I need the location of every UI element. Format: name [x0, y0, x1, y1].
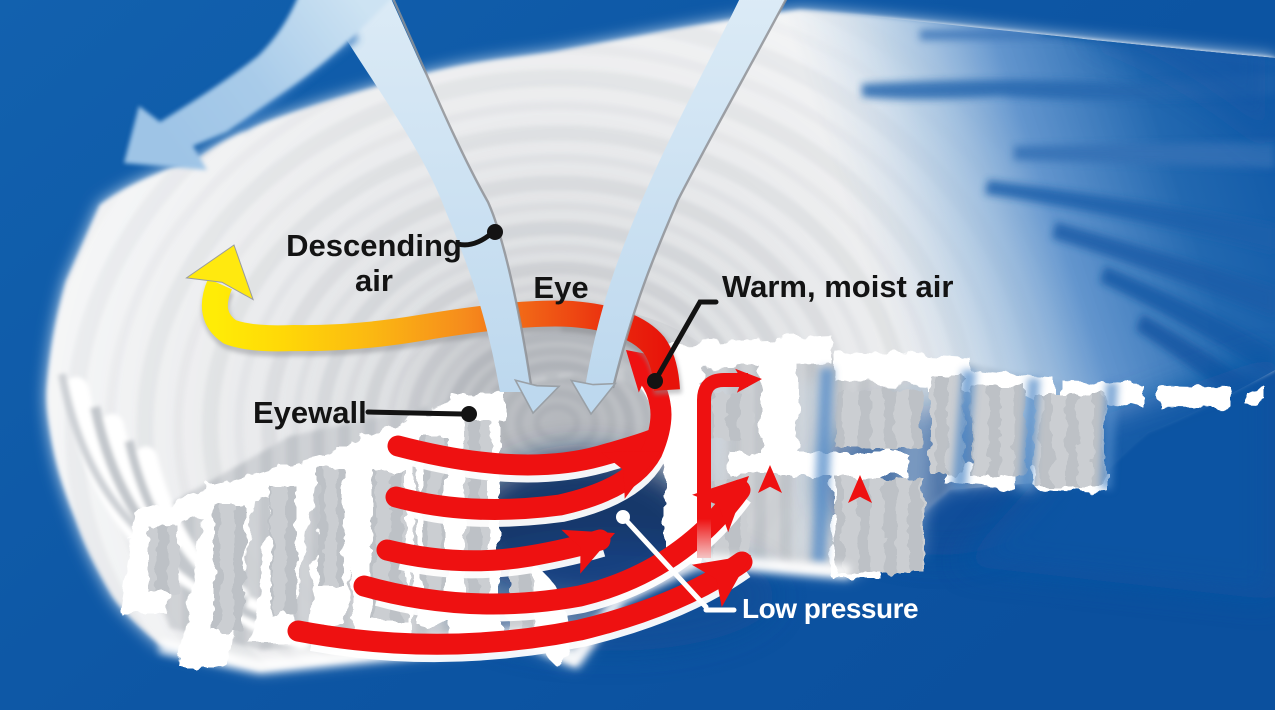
- svg-text:Low pressure: Low pressure: [742, 593, 918, 624]
- svg-text:air: air: [355, 263, 393, 298]
- svg-text:Eye: Eye: [533, 270, 588, 305]
- svg-text:Warm, moist air: Warm, moist air: [722, 269, 953, 304]
- svg-text:Eyewall: Eyewall: [253, 395, 367, 430]
- svg-text:Descending: Descending: [286, 228, 462, 263]
